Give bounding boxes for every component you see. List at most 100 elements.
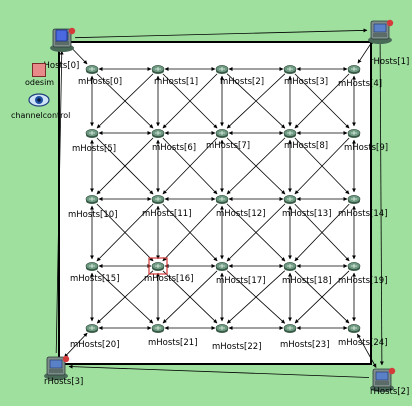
link-rHosts[2]-mHosts[24] [357, 333, 377, 368]
router-host-1[interactable]: rHosts[1] [368, 19, 409, 67]
mesh-host-label: mHosts[8] [284, 141, 328, 151]
mesh-host-8[interactable]: mHosts[8] [283, 129, 328, 151]
link-mHosts[3]-mHosts[7] [226, 73, 286, 129]
router-icon [215, 195, 229, 204]
mesh-host-15[interactable]: mHosts[15] [70, 262, 120, 284]
mesh-host-label: mHosts[9] [344, 143, 388, 153]
link-mHosts[1]-mHosts[5] [96, 73, 154, 129]
router-icon [347, 262, 361, 271]
link-mHosts[19]-mHosts[23] [294, 270, 350, 324]
router-icon [283, 262, 297, 271]
mesh-host-11[interactable]: mHosts[11] [142, 195, 192, 219]
router-icon [347, 129, 361, 138]
link-rHosts[0]-rHosts[1] [74, 28, 368, 39]
router-icon [85, 324, 99, 333]
router-icon [151, 262, 165, 271]
link-rHosts[3]-rHosts[0] [55, 50, 64, 354]
router-host-2[interactable]: rHosts[2] [370, 367, 409, 397]
channelcontrol-label: channelcontrol [11, 111, 71, 120]
mesh-host-label: mHosts[23] [280, 340, 330, 350]
mesh-host-0[interactable]: mHosts[0] [78, 65, 122, 87]
router-icon [283, 129, 297, 138]
mesh-host-19[interactable]: mHosts[19] [338, 262, 388, 286]
router-icon [85, 129, 99, 138]
selected-module-marker [55, 29, 68, 42]
mesh-host-label: mHosts[5] [72, 144, 116, 154]
link-mHosts[12]-mHosts[16] [162, 203, 218, 262]
mesh-host-label: mHosts[15] [70, 274, 120, 284]
mesh-host-1[interactable]: mHosts[1] [151, 65, 198, 87]
mesh-host-20[interactable]: mHosts[20] [70, 324, 120, 350]
router-icon [215, 65, 229, 74]
router-icon [151, 65, 165, 74]
router-icon [347, 195, 361, 204]
mesh-host-16[interactable]: mHosts[16] [144, 257, 194, 284]
link-rHosts[1]-rHosts[2] [379, 42, 384, 366]
mesh-host-2[interactable]: mHosts[2] [215, 65, 264, 87]
router-host-label: rHosts[1] [370, 57, 409, 67]
mesh-host-9[interactable]: mHosts[9] [344, 129, 388, 153]
mesh-host-7[interactable]: mHosts[7] [206, 129, 250, 151]
link-mHosts[16]-mHosts[20] [96, 270, 154, 324]
link-rHosts[3]-mHosts[20] [64, 332, 88, 358]
link-mHosts[18]-mHosts[22] [226, 270, 286, 324]
selection-box [148, 257, 168, 275]
mesh-host-label: mHosts[12] [216, 209, 266, 219]
mesh-host-label: mHosts[17] [216, 276, 266, 286]
mesh-host-13[interactable]: mHosts[13] [282, 195, 332, 219]
router-icon [85, 262, 99, 271]
mesh-host-label: mHosts[2] [220, 77, 264, 87]
link-rHosts[1]-mHosts[4] [357, 39, 374, 64]
link-mHosts[8]-mHosts[12] [226, 137, 286, 195]
mesh-host-label: mHosts[21] [148, 338, 198, 348]
link-mHosts[14]-mHosts[18] [294, 203, 350, 262]
router-icon [347, 324, 361, 333]
server-icon [44, 355, 70, 380]
node-layer: mHosts[0] mHosts[1] mHosts[2] mHosts[3] mHos… [40, 19, 409, 397]
mesh-host-21[interactable]: mHosts[21] [148, 324, 198, 348]
mesh-host-18[interactable]: mHosts[18] [282, 262, 332, 286]
mesh-host-17[interactable]: mHosts[17] [215, 262, 266, 286]
mesh-host-23[interactable]: mHosts[23] [280, 324, 330, 350]
mesh-host-label: mHosts[19] [338, 276, 388, 286]
mesh-host-4[interactable]: mHosts[4] [338, 65, 382, 89]
mesh-host-3[interactable]: mHosts[3] [283, 65, 328, 87]
router-host-3[interactable]: rHosts[3] [44, 355, 83, 387]
mesh-host-label: mHosts[4] [338, 79, 382, 89]
mesh-host-24[interactable]: mHosts[24] [338, 324, 388, 348]
link-mHosts[13]-mHosts[17] [226, 203, 286, 262]
router-icon [85, 195, 99, 204]
link-rHosts[2]-rHosts[3] [68, 364, 370, 378]
mesh-host-label: mHosts[18] [282, 276, 332, 286]
mesh-host-10[interactable]: mHosts[10] [68, 195, 118, 220]
mesh-host-22[interactable]: mHosts[22] [212, 324, 262, 352]
router-icon [347, 65, 361, 74]
server-icon [370, 367, 396, 392]
router-icon [151, 129, 165, 138]
router-icon [151, 324, 165, 333]
server-icon [368, 19, 394, 44]
odesim-icon[interactable] [32, 63, 46, 77]
link-mHosts[17]-mHosts[21] [162, 270, 218, 324]
eye-icon[interactable] [28, 93, 50, 107]
mesh-host-label: mHosts[11] [142, 209, 192, 219]
mesh-host-label: mHosts[7] [206, 141, 250, 151]
link-mHosts[4]-mHosts[8] [294, 73, 350, 129]
mesh-host-label: mHosts[13] [282, 209, 332, 219]
mesh-host-label: mHosts[22] [212, 342, 262, 352]
mesh-host-label: mHosts[0] [78, 77, 122, 87]
mesh-host-12[interactable]: mHosts[12] [215, 195, 266, 219]
mesh-host-14[interactable]: mHosts[14] [338, 195, 388, 219]
mesh-host-label: mHosts[6] [152, 143, 196, 153]
router-icon [283, 324, 297, 333]
link-mHosts[7]-mHosts[11] [162, 137, 218, 195]
mesh-host-6[interactable]: mHosts[6] [151, 129, 196, 153]
mesh-host-label: mHosts[10] [68, 210, 118, 220]
mesh-host-label: mHosts[3] [284, 77, 328, 87]
mesh-host-label: mHosts[1] [154, 77, 198, 87]
link-mHosts[2]-mHosts[6] [162, 73, 218, 129]
mesh-host-label: mHosts[16] [144, 274, 194, 284]
mesh-host-5[interactable]: mHosts[5] [72, 129, 116, 154]
